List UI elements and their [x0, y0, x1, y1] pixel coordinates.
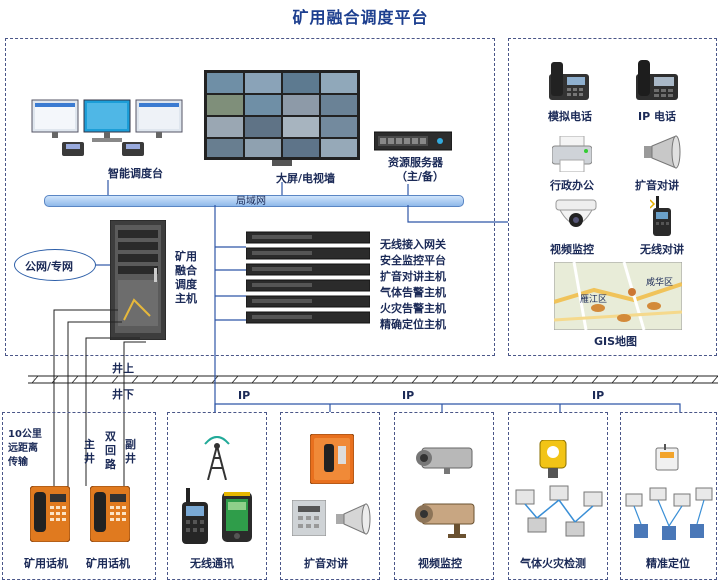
main-shaft-line-2: 井	[84, 452, 95, 465]
cell-tower-icon	[200, 436, 234, 481]
fusion-host-label-1: 矿用	[175, 250, 197, 263]
long-distance-line-3: 传输	[8, 457, 28, 468]
fusion-host-label-3: 调度	[175, 278, 197, 291]
gas-fire-panel	[508, 412, 608, 580]
video-surveillance-label-underground: 视频监控	[418, 557, 462, 570]
rack-device-gas-alarm: 气体告警主机	[380, 286, 446, 299]
box-camera-icon-2	[414, 500, 480, 540]
positioning-network-icon	[624, 484, 714, 544]
control-center-panel	[5, 38, 495, 356]
gas-fire-sensor-network-icon	[514, 484, 604, 544]
rack-device-positioning: 精确定位主机	[380, 318, 446, 331]
dual-loop-line-1: 双	[105, 430, 116, 443]
walkie-talkie-icon	[649, 196, 676, 238]
mine-phone-icon-2	[89, 485, 131, 543]
pa-intercom-label-underground: 扩音对讲	[304, 557, 348, 570]
terminals-panel	[508, 38, 717, 356]
emergency-phone-icon	[309, 433, 355, 485]
ip-link-label-1: IP	[238, 389, 251, 402]
video-wall-label: 大屏/电视墙	[276, 172, 336, 185]
resource-server-mode: （主/备）	[396, 170, 445, 183]
positioning-panel	[620, 412, 717, 580]
gas-fire-label: 气体火灾检测	[520, 557, 586, 570]
fusion-host-label-2: 融合	[175, 264, 197, 277]
analog-phone-icon	[547, 58, 591, 102]
wall-intercom-icon	[291, 499, 327, 537]
aux-shaft-line-2: 井	[125, 452, 136, 465]
printer-icon	[551, 135, 593, 173]
mine-phone-label-2: 矿用话机	[86, 557, 130, 570]
rack-device-stack	[245, 230, 371, 330]
resource-server-icon	[373, 130, 453, 152]
fusion-host-label: 矿用 融合 调度 主机	[174, 250, 198, 306]
wireless-comm-panel	[167, 412, 267, 580]
long-distance-line-1: 10公里	[8, 429, 42, 440]
fusion-host-label-4: 主机	[175, 292, 197, 305]
horn-speaker-icon	[640, 134, 682, 170]
ip-link-label-3: IP	[592, 389, 605, 402]
lan-bus	[44, 195, 464, 207]
long-distance-label: 10公里 远距离 传输	[8, 428, 42, 470]
video-wall-icon	[204, 70, 360, 166]
dispatch-console-label: 智能调度台	[108, 167, 163, 180]
gis-map-district: 咸华区	[646, 278, 674, 288]
above-ground-label: 井上	[112, 362, 134, 375]
gis-map-label: GIS地图	[594, 335, 638, 348]
positioning-label: 精准定位	[646, 557, 690, 570]
pa-intercom-label: 扩音对讲	[635, 179, 679, 192]
video-surveillance-panel	[394, 412, 494, 580]
gas-detector-icon	[538, 439, 568, 478]
aux-shaft-label: 副 井	[125, 438, 136, 466]
analog-phone-label: 模拟电话	[548, 110, 592, 123]
dual-loop-label: 双 回 路	[105, 430, 116, 472]
dispatch-console-icon	[30, 96, 185, 162]
wireless-comm-label: 无线通讯	[190, 557, 234, 570]
ip-link-label-2: IP	[402, 389, 415, 402]
rack-device-fire-alarm: 火灾告警主机	[380, 302, 446, 315]
public-network-cloud	[14, 249, 96, 281]
video-surveillance-label: 视频监控	[550, 243, 594, 256]
lan-label: 局域网	[236, 196, 266, 207]
mine-phone-panel	[2, 412, 156, 580]
gis-map-district-2: 雁江区	[580, 295, 608, 305]
aux-shaft-line-1: 副	[125, 438, 136, 451]
rack-device-wireless-gateway: 无线接入网关	[380, 238, 446, 251]
fusion-host-cabinet	[109, 219, 167, 341]
rack-device-safety-monitor: 安全监控平台	[380, 254, 446, 267]
radio-handset-icon	[180, 488, 210, 544]
mine-phone-label-1: 矿用话机	[24, 557, 68, 570]
office-label: 行政办公	[550, 179, 594, 192]
rugged-phone-icon	[222, 492, 252, 542]
main-shaft-label: 主 井	[84, 438, 95, 466]
pa-intercom-panel	[280, 412, 380, 580]
dome-camera-icon	[554, 198, 598, 236]
gis-map-icon	[553, 261, 683, 331]
ip-phone-label: IP 电话	[638, 110, 676, 123]
rack-device-pa-host: 扩音对讲主机	[380, 270, 446, 283]
public-network-label: 公网/专网	[25, 260, 74, 273]
box-camera-icon-1	[416, 444, 476, 474]
mine-phone-icon-1	[29, 485, 71, 543]
loudspeaker-icon	[336, 502, 374, 536]
positioning-base-station-icon	[654, 444, 680, 474]
resource-server-label: 资源服务器	[388, 156, 443, 169]
below-ground-label: 井下	[112, 388, 134, 401]
ip-phone-icon	[634, 58, 680, 102]
rack-device-labels: 无线接入网关 安全监控平台 扩音对讲主机 气体告警主机 火灾告警主机 精确定位主…	[380, 237, 446, 333]
long-distance-line-2: 远距离	[8, 443, 38, 454]
main-shaft-line-1: 主	[84, 438, 95, 451]
dual-loop-line-3: 路	[105, 458, 116, 471]
page-title: 矿用融合调度平台	[292, 8, 429, 27]
dual-loop-line-2: 回	[105, 444, 116, 457]
wireless-intercom-label: 无线对讲	[640, 243, 684, 256]
